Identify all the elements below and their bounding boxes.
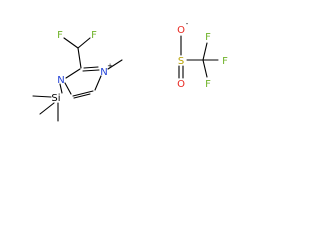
- atom-f-left: F: [57, 30, 63, 41]
- imidazolium-cation: N + N Si F F: [32, 30, 123, 122]
- atom-o-bottom: O: [177, 79, 185, 90]
- structure-diagram: N + N Si F F O - S O F F F: [32, 20, 228, 122]
- bond-n3-c4: [94, 75, 102, 91]
- charge-n3: +: [107, 62, 113, 70]
- bond-c2-n3: [82, 69, 100, 72]
- bond-chf2-f-left: [63, 37, 79, 49]
- bond-si-methyl-down-left: [39, 102, 55, 115]
- bond-si-methyl-left: [32, 95, 52, 98]
- atom-f-right: F: [91, 30, 97, 41]
- triflate-anion: O - S O F F F: [177, 20, 228, 90]
- atom-n1: N: [57, 75, 64, 86]
- bond-n1-si: [59, 83, 63, 94]
- bond-n3-methyl: [107, 59, 123, 70]
- bond-c4-c5: [72, 90, 94, 97]
- charge-o-top: -: [186, 20, 189, 28]
- atom-si: Si: [51, 93, 60, 104]
- bond-c2-chf2: [77, 47, 82, 69]
- atom-s: S: [178, 56, 184, 67]
- bond-c-f-upper: [202, 42, 208, 61]
- atom-o-top: O: [177, 25, 185, 36]
- atom-f-upper: F: [205, 32, 211, 43]
- atom-f-lower: F: [205, 79, 211, 90]
- bond-chf2-f-right: [77, 37, 91, 49]
- bond-c5-n1: [64, 82, 72, 95]
- atom-n3: N: [100, 67, 107, 78]
- atom-f-right: F: [222, 56, 228, 67]
- bond-c2-n3-double: [83, 66, 99, 69]
- bond-n1-c2: [65, 68, 81, 79]
- bond-c-f-lower: [202, 59, 208, 78]
- bond-c4-c5-double: [73, 93, 91, 99]
